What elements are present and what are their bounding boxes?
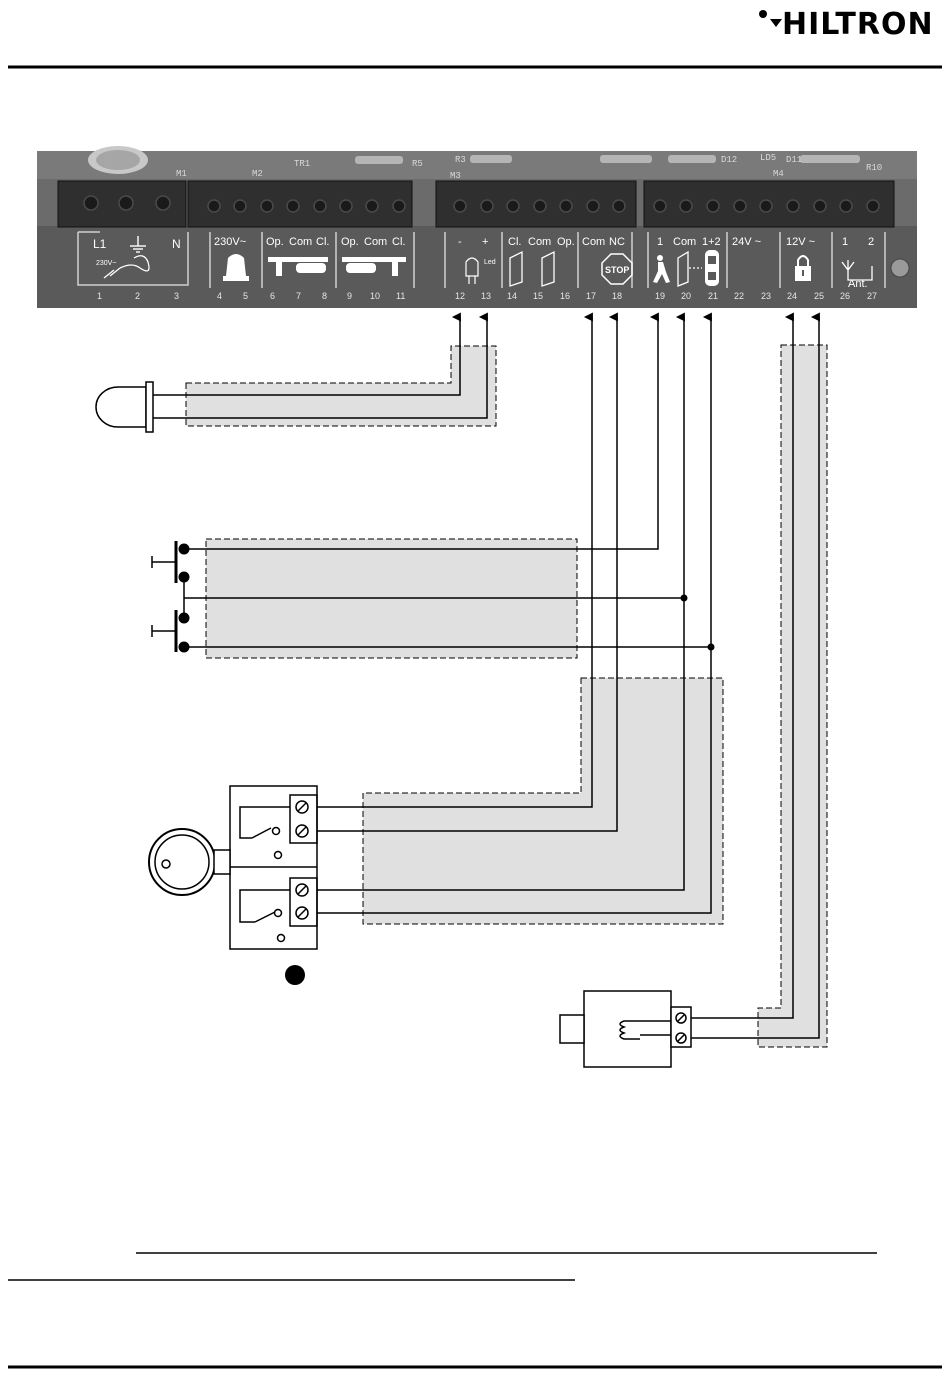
m2-label: Cl. <box>392 236 405 248</box>
terminal-number: 10 <box>370 291 380 301</box>
terminal-number: 17 <box>586 291 596 301</box>
m2-label: Op. <box>341 236 359 248</box>
m2-label: Com <box>289 236 312 248</box>
m3-label: Com <box>528 236 551 248</box>
pcb-label: LD5 <box>760 153 776 163</box>
electric-lock-symbol <box>560 991 691 1067</box>
m2-label: 230V~ <box>214 236 246 248</box>
pedestrian-pushbutton-symbol <box>152 541 189 583</box>
m4-label: Com <box>673 236 696 248</box>
terminal-number: 20 <box>681 291 691 301</box>
pcb-label: M3 <box>450 171 461 181</box>
pcb-label: M4 <box>773 169 784 179</box>
terminal-number: 18 <box>612 291 622 301</box>
bullet-marker <box>285 965 305 985</box>
m3-label: - <box>458 236 462 248</box>
m1-voltage-label: 230V~ <box>96 260 116 267</box>
pcb-label: D12 <box>721 155 737 165</box>
terminal-number: 22 <box>734 291 744 301</box>
terminal-number: 6 <box>270 291 275 301</box>
terminal-number: 21 <box>708 291 718 301</box>
wire-pedestrian-button <box>184 317 658 549</box>
junction-dot <box>708 644 715 651</box>
m1-label: L1 <box>93 237 107 251</box>
terminal-number: 8 <box>322 291 327 301</box>
pcb-label: R5 <box>412 159 423 169</box>
brand-logo-text: HILTRON <box>782 7 934 42</box>
m4-label: 1 <box>657 236 663 248</box>
terminal-number: 3 <box>174 291 179 301</box>
terminal-number: 16 <box>560 291 570 301</box>
m3-led-label: Led <box>484 259 496 266</box>
terminal-number: 7 <box>296 291 301 301</box>
terminal-number: 2 <box>135 291 140 301</box>
car-icon <box>705 250 719 286</box>
m3-label: Com <box>582 236 605 248</box>
m2-label: Op. <box>266 236 284 248</box>
brand-logo: HILTRON <box>759 7 934 42</box>
photocell-cable-bundle <box>363 678 723 924</box>
terminal-number: 1 <box>97 291 102 301</box>
stop-icon-label: STOP <box>605 265 629 275</box>
terminal-number: 19 <box>655 291 665 301</box>
terminal-number: 27 <box>867 291 877 301</box>
pcb-label: D11 <box>786 155 802 165</box>
m3-label: Op. <box>557 236 575 248</box>
m4-label: 12V ~ <box>786 236 815 248</box>
terminal-number: 9 <box>347 291 352 301</box>
terminal-number: 15 <box>533 291 543 301</box>
terminal-number: 26 <box>840 291 850 301</box>
terminal-number: 14 <box>507 291 517 301</box>
m3-label: + <box>482 236 488 248</box>
m2-label: Cl. <box>316 236 329 248</box>
pcb-label: M2 <box>252 169 263 179</box>
m4-label: 1 <box>842 236 848 248</box>
junction-dot <box>681 595 688 602</box>
terminal-number: 5 <box>243 291 248 301</box>
m3-label: Cl. <box>508 236 521 248</box>
pcb-label: TR1 <box>294 159 310 169</box>
terminal-number: 23 <box>761 291 771 301</box>
terminal-number: 24 <box>787 291 797 301</box>
photocell-receiver-symbol <box>149 786 317 949</box>
terminal-number: 13 <box>481 291 491 301</box>
m4-label: 24V ~ <box>732 236 761 248</box>
m4-label: 2 <box>868 236 874 248</box>
terminal-number: 25 <box>814 291 824 301</box>
pcb-label: R3 <box>455 155 466 165</box>
warning-led-symbol <box>96 382 153 432</box>
pcb-label: M1 <box>176 169 187 179</box>
m4-label: 1+2 <box>702 236 721 248</box>
terminal-number: 4 <box>217 291 222 301</box>
led-cable-bundle <box>186 346 496 426</box>
control-board-photo: M1 M2 TR1 R5 R3 M3 D12 LD5 D11 R10 M4 <box>37 146 917 308</box>
pcb-label: R10 <box>866 163 882 173</box>
terminal-number: 12 <box>455 291 465 301</box>
m1-label: N <box>172 237 181 251</box>
m2-label: Com <box>364 236 387 248</box>
m3-label: NC <box>609 236 625 248</box>
terminal-number: 11 <box>396 291 405 301</box>
